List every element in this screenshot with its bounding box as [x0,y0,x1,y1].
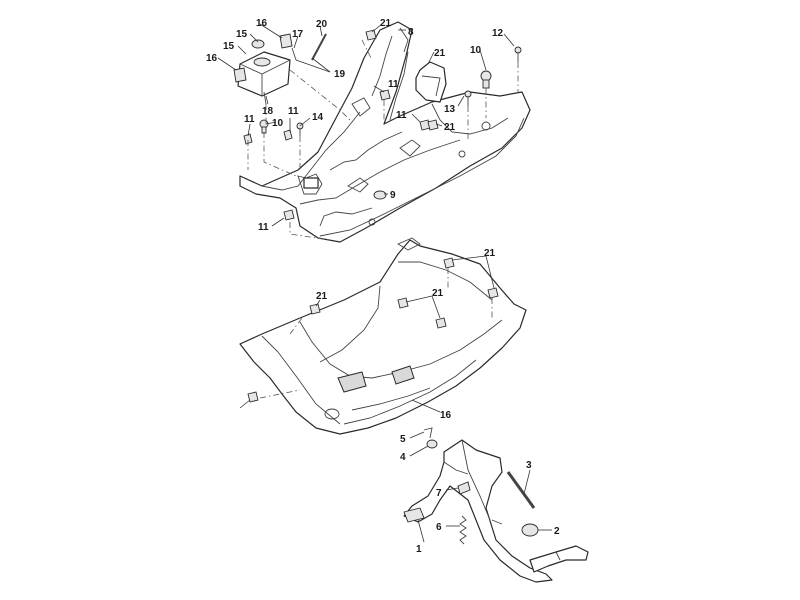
fastener-set [243,29,522,221]
callout-6: 6 [436,522,442,533]
callout-12: 12 [492,28,504,39]
pivot-shaft [506,471,536,509]
bushing [521,523,539,537]
callout-21: 21 [444,122,456,133]
callout-18: 20 [316,19,328,30]
callout-4: 4 [400,452,406,463]
callout-14: 15 [236,29,248,40]
washer [426,439,438,449]
callout-12: 13 [444,104,456,115]
callout-11: 11 [388,79,399,90]
clip [279,33,293,49]
callout-9: 9 [390,190,396,201]
clip-set [247,257,499,403]
callout-2: 2 [554,526,560,537]
callout-19: 21 [434,48,446,59]
callout-15: 16 [206,53,218,64]
snap-clip [423,427,433,439]
callout-3: 3 [526,460,532,471]
upper-floor-panel [239,21,531,243]
callout-10: 10 [272,118,284,129]
callout-21: 21 [316,291,328,302]
callout-11: 11 [288,106,299,117]
callout-1: 1 [416,544,422,555]
rod [311,33,327,61]
callout-21: 21 [432,288,444,299]
callout-11: 11 [258,222,269,233]
callouts: 16 15 15 16 17 20 19 18 21 8 21 10 12 11… [206,18,560,555]
callout-5: 5 [400,434,406,445]
callout-7: 7 [436,488,442,499]
callout-11: 11 [244,114,255,125]
main-stand [403,439,589,583]
callout-16: 17 [292,29,304,40]
tool-box [237,51,291,97]
callout-12: 14 [312,112,324,123]
callout-21: 21 [380,18,392,29]
screw [291,47,297,61]
stand-spring [459,515,467,545]
screw [263,91,267,105]
lower-floor-panel [239,237,527,435]
clip [233,67,247,83]
leader-lines [217,23,552,543]
callout-20: 16 [440,410,452,421]
callout-17: 19 [334,69,346,80]
callout-15: 16 [256,18,268,29]
callout-10: 10 [470,45,482,56]
cap [251,39,265,49]
bracket [415,61,447,103]
stand-pin [457,481,471,495]
callout-21: 21 [484,248,496,259]
callout-13: 15 [223,41,235,52]
callout-16: 18 [262,106,274,117]
callout-11: 11 [396,110,407,121]
callout-8: 8 [408,27,414,38]
